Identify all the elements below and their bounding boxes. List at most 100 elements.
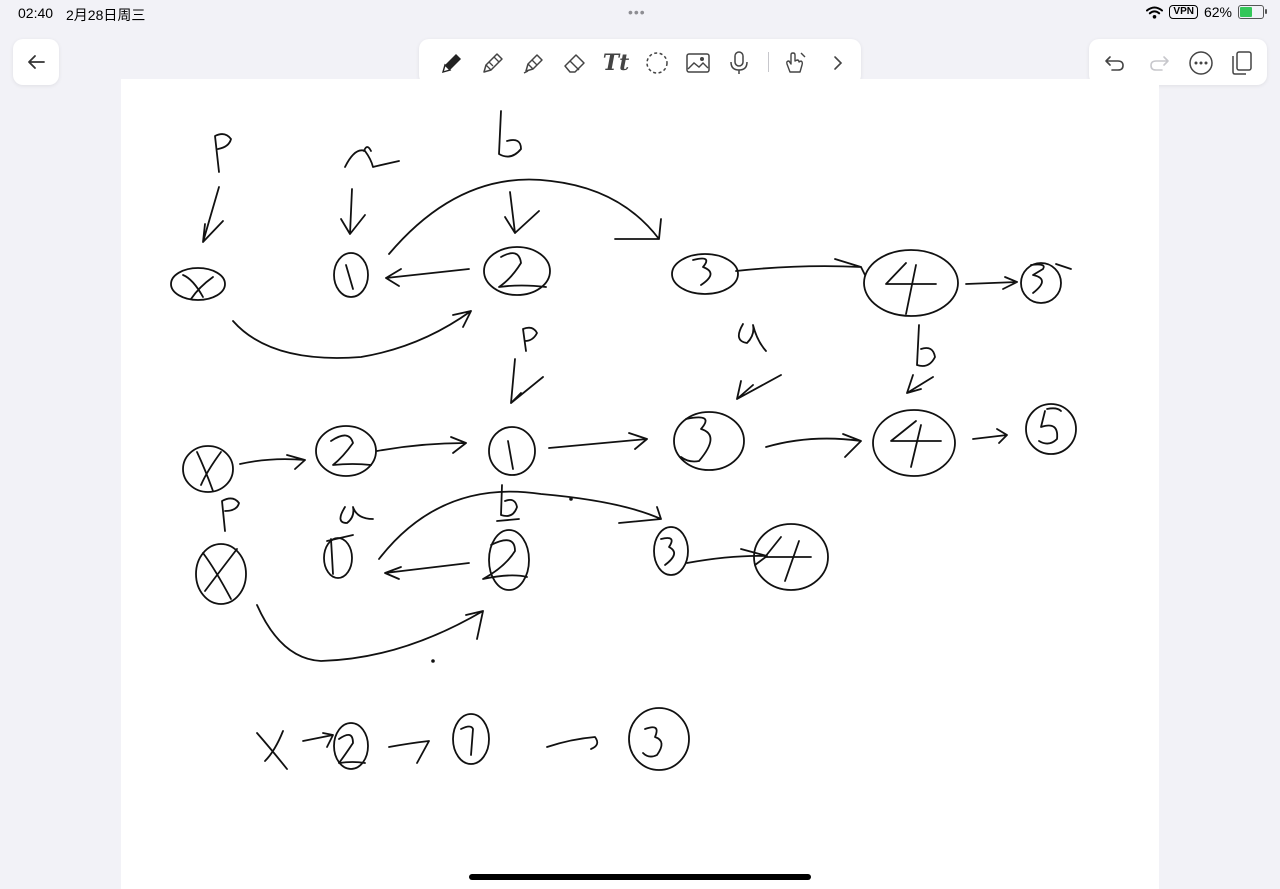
battery-icon <box>1238 5 1267 19</box>
row2-arrow-a <box>736 374 782 400</box>
row2-node-2 <box>315 425 377 477</box>
row2-link-x-to-2 <box>239 454 306 470</box>
row3-link-1-to-3 <box>378 490 662 560</box>
row2-link-1-to-3 <box>548 432 648 450</box>
row2-node-5 <box>1025 403 1077 455</box>
toolbar-expand-button[interactable] <box>823 48 853 78</box>
row1-arrow-b <box>504 191 540 234</box>
row1-link-2-to-1 <box>385 268 470 287</box>
row3-label-a <box>339 506 374 524</box>
text-icon: Tt <box>602 50 630 76</box>
ink-dot <box>569 497 573 501</box>
row4-link-1-to-3 <box>546 736 599 750</box>
row2-label-p <box>522 326 538 352</box>
row2-arrow-p <box>510 358 544 404</box>
row1-node-x <box>170 267 226 301</box>
row1-label-a <box>344 146 400 168</box>
highlighter-tool-button[interactable] <box>519 48 549 78</box>
row1-node-5 <box>1020 262 1072 304</box>
handwriting-layer <box>170 110 1077 771</box>
pen-icon <box>441 54 461 74</box>
row3-link-2-to-1 <box>384 562 470 580</box>
row1-arrow-p <box>202 186 224 243</box>
status-bar: 02:40 2月28日周三 ••• VPN 62% <box>0 0 1280 26</box>
vpn-badge: VPN <box>1169 5 1198 19</box>
redo-icon <box>1150 56 1169 71</box>
hand-draw-icon <box>786 52 806 73</box>
image-icon <box>686 53 710 73</box>
row1-arrow-a <box>340 188 366 235</box>
row3-link-3-to-4 <box>686 548 768 566</box>
pages-icon <box>1232 51 1252 75</box>
undo-icon <box>1105 56 1124 71</box>
row3-node-2 <box>482 529 530 591</box>
undo-button[interactable] <box>1100 48 1130 78</box>
row1-label-b <box>498 110 522 158</box>
row2-label-a <box>737 323 767 352</box>
row4-node-1 <box>452 713 490 765</box>
row1-label-p <box>214 133 232 173</box>
battery-percent: 62% <box>1203 4 1232 20</box>
lasso-tool-button[interactable] <box>642 48 672 78</box>
row4-node-x <box>256 730 288 770</box>
redo-button[interactable] <box>1144 48 1174 78</box>
row1-node-2 <box>483 246 551 296</box>
row1-link-x-to-2 <box>232 310 472 359</box>
image-tool-button[interactable] <box>683 48 713 78</box>
row4-link-x-to-2 <box>302 732 334 748</box>
pencil-icon <box>483 53 503 73</box>
battery-fill <box>1240 7 1253 17</box>
row3-link-x-to-2 <box>256 604 484 662</box>
row3-node-3 <box>653 526 689 576</box>
eraser-icon <box>564 54 585 73</box>
note-canvas[interactable] <box>121 79 1159 889</box>
row1-link-4-to-5 <box>965 276 1018 290</box>
row1-link-1-to-3 <box>388 178 662 255</box>
microphone-tool-button[interactable] <box>724 48 754 78</box>
row1-node-3 <box>671 253 739 295</box>
row3-label-p <box>221 497 240 532</box>
row2-link-4-to-5 <box>972 428 1008 444</box>
row2-node-3 <box>673 411 745 471</box>
row4-node-2 <box>333 722 369 770</box>
row2-link-3-to-4 <box>765 433 862 458</box>
row2-node-x <box>182 445 234 493</box>
microphone-icon <box>730 51 748 74</box>
row1-node-1 <box>333 252 369 298</box>
row2-arrow-b <box>906 374 934 394</box>
row1-node-4 <box>863 249 959 317</box>
home-indicator[interactable] <box>469 874 811 880</box>
battery-cap <box>1265 9 1267 14</box>
back-button[interactable] <box>13 39 59 85</box>
row4-link-2-to-1 <box>388 740 430 764</box>
more-options-button[interactable] <box>1186 48 1216 78</box>
document-actions-toolbar <box>1089 39 1267 85</box>
text-tool-button[interactable]: Tt <box>601 48 631 78</box>
row3-node-x <box>195 543 247 605</box>
lasso-icon <box>646 52 668 74</box>
row1-link-3-to-4 <box>735 258 866 276</box>
pages-button[interactable] <box>1227 48 1257 78</box>
drawing-toolbar: Tt <box>419 39 861 85</box>
draw-with-finger-button[interactable] <box>780 48 810 78</box>
row2-link-2-to-1 <box>376 436 467 454</box>
status-date: 2月28日周三 <box>66 7 146 23</box>
row3-label-b <box>496 484 520 522</box>
pen-tool-button[interactable] <box>437 48 467 81</box>
row4-node-3 <box>628 707 690 771</box>
status-time: 02:40 <box>18 5 54 21</box>
row2-label-b <box>916 324 936 367</box>
pencil-tool-button[interactable] <box>478 48 508 78</box>
arrow-left-icon <box>28 55 45 69</box>
eraser-tool-button[interactable] <box>560 48 590 78</box>
row3-node-1 <box>323 534 354 579</box>
wifi-icon <box>1146 6 1164 19</box>
highlighter-icon <box>523 54 543 74</box>
status-indicators: VPN 62% <box>1146 4 1267 20</box>
ink-dot <box>431 659 435 663</box>
toolbar-divider <box>768 52 769 72</box>
more-icon <box>1189 51 1213 75</box>
multitask-icon[interactable]: ••• <box>628 4 646 20</box>
chevron-right-icon <box>834 56 843 70</box>
row2-node-1 <box>488 426 536 476</box>
